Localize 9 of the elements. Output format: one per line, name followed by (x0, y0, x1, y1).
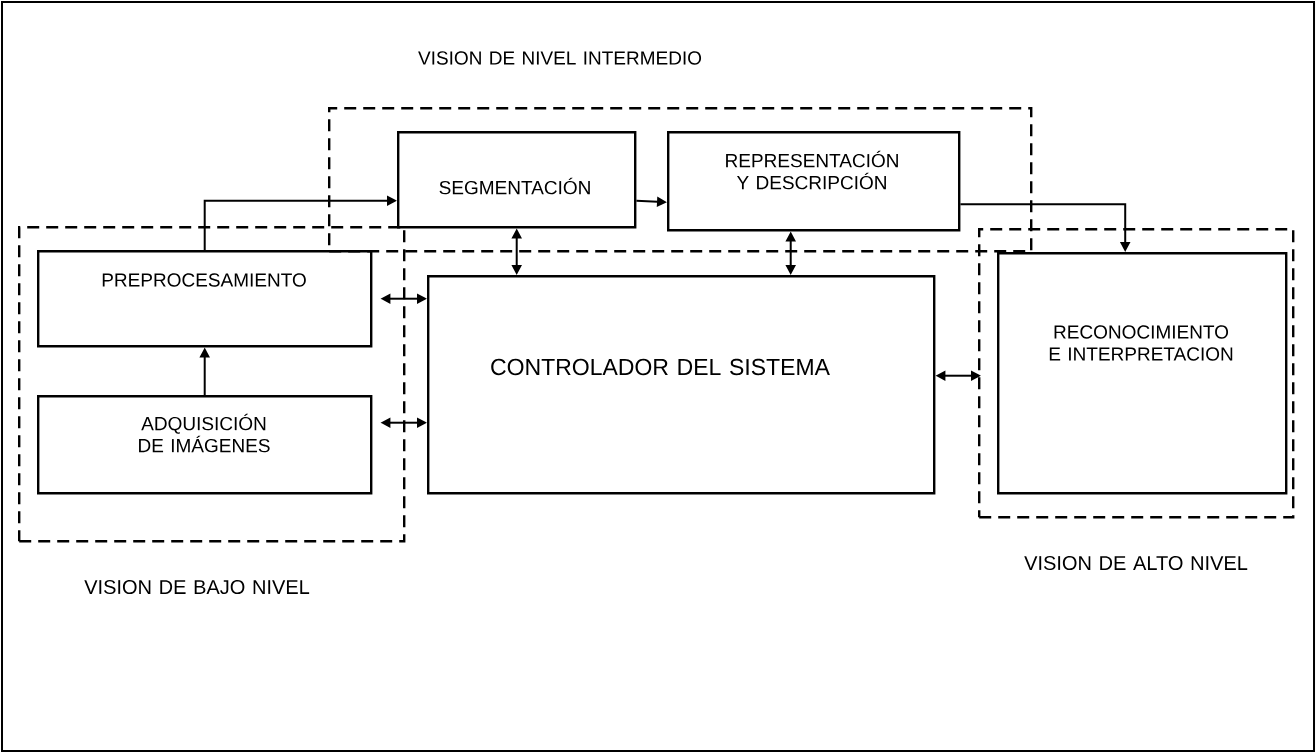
process-box: CONTROLADOR DEL SISTEMA (427, 275, 936, 495)
node-label: VISION DE BAJO NIVEL (84, 579, 310, 595)
node-label: VISION DE NIVEL INTERMEDIO (418, 51, 702, 65)
process-box: RECONOCIMIENTO E INTERPRETACION (997, 252, 1288, 495)
process-box: PREPROCESAMIENTO (37, 250, 373, 348)
process-box: ADQUISICIÓN DE IMÁGENES (37, 395, 373, 495)
process-box: REPRESENTACIÓN Y DESCRIPCIÓN (667, 131, 961, 232)
process-box: SEGMENTACIÓN (397, 131, 637, 229)
node-label: VISION DE ALTO NIVEL (1024, 555, 1248, 571)
